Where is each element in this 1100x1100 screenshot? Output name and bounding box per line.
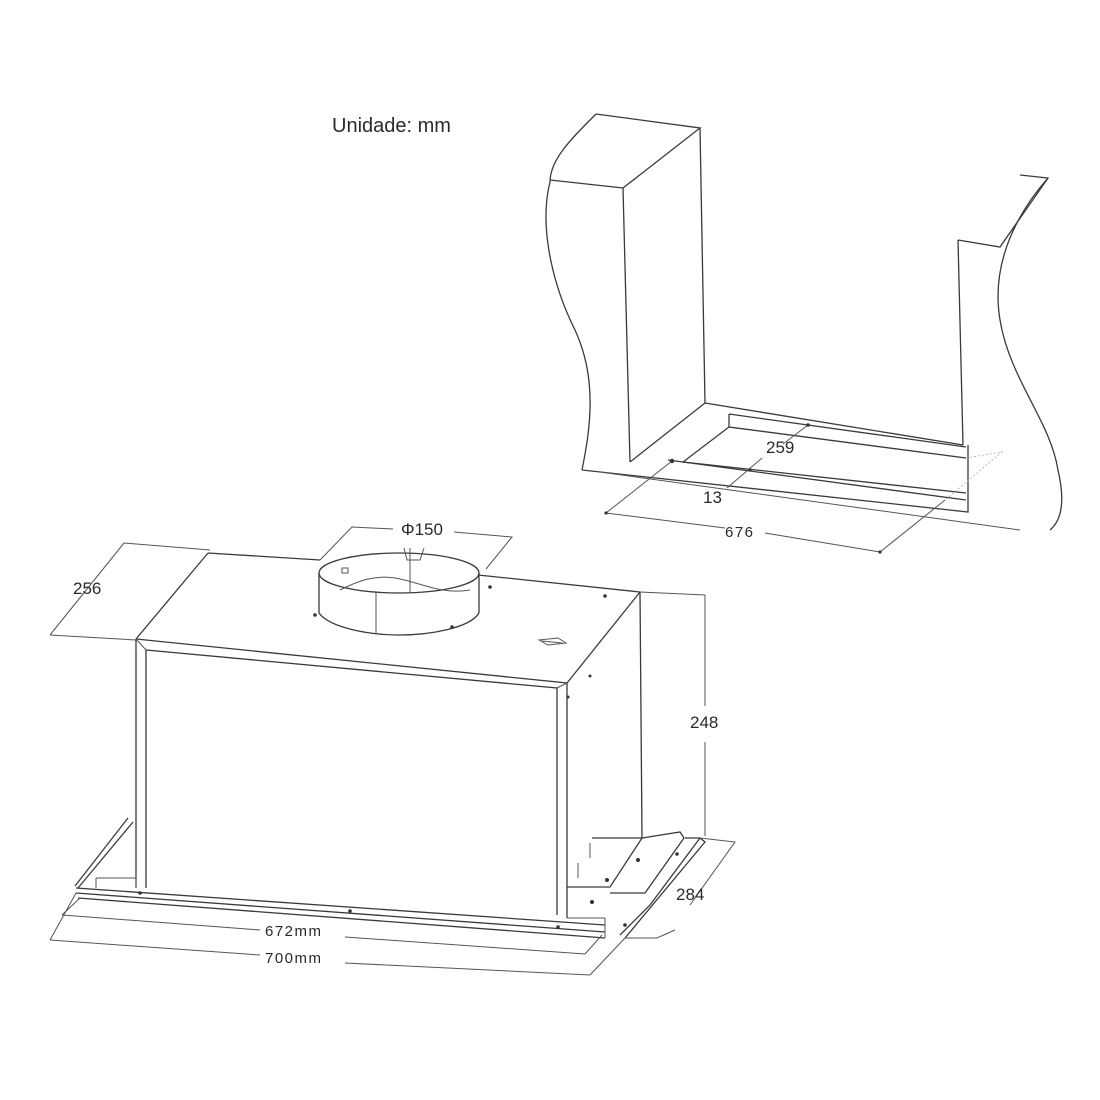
duct-diameter-dimension: Φ150 <box>401 520 443 539</box>
unit-label: Unidade: mm <box>332 115 451 137</box>
niche-offset-dimension: 13 <box>703 488 722 507</box>
cabinet-niche-drawing <box>545 113 1063 554</box>
height-dimension: 248 <box>690 713 719 732</box>
frame-depth-dimension: 284 <box>676 885 705 904</box>
range-hood-drawing <box>49 526 736 976</box>
body-depth-dimension: 256 <box>73 579 102 598</box>
frame-width-dimension: 700mm <box>265 950 323 967</box>
niche-width-dimension: 676 <box>725 524 755 541</box>
niche-depth-dimension: 259 <box>766 438 795 457</box>
body-width-dimension: 672mm <box>265 923 323 940</box>
